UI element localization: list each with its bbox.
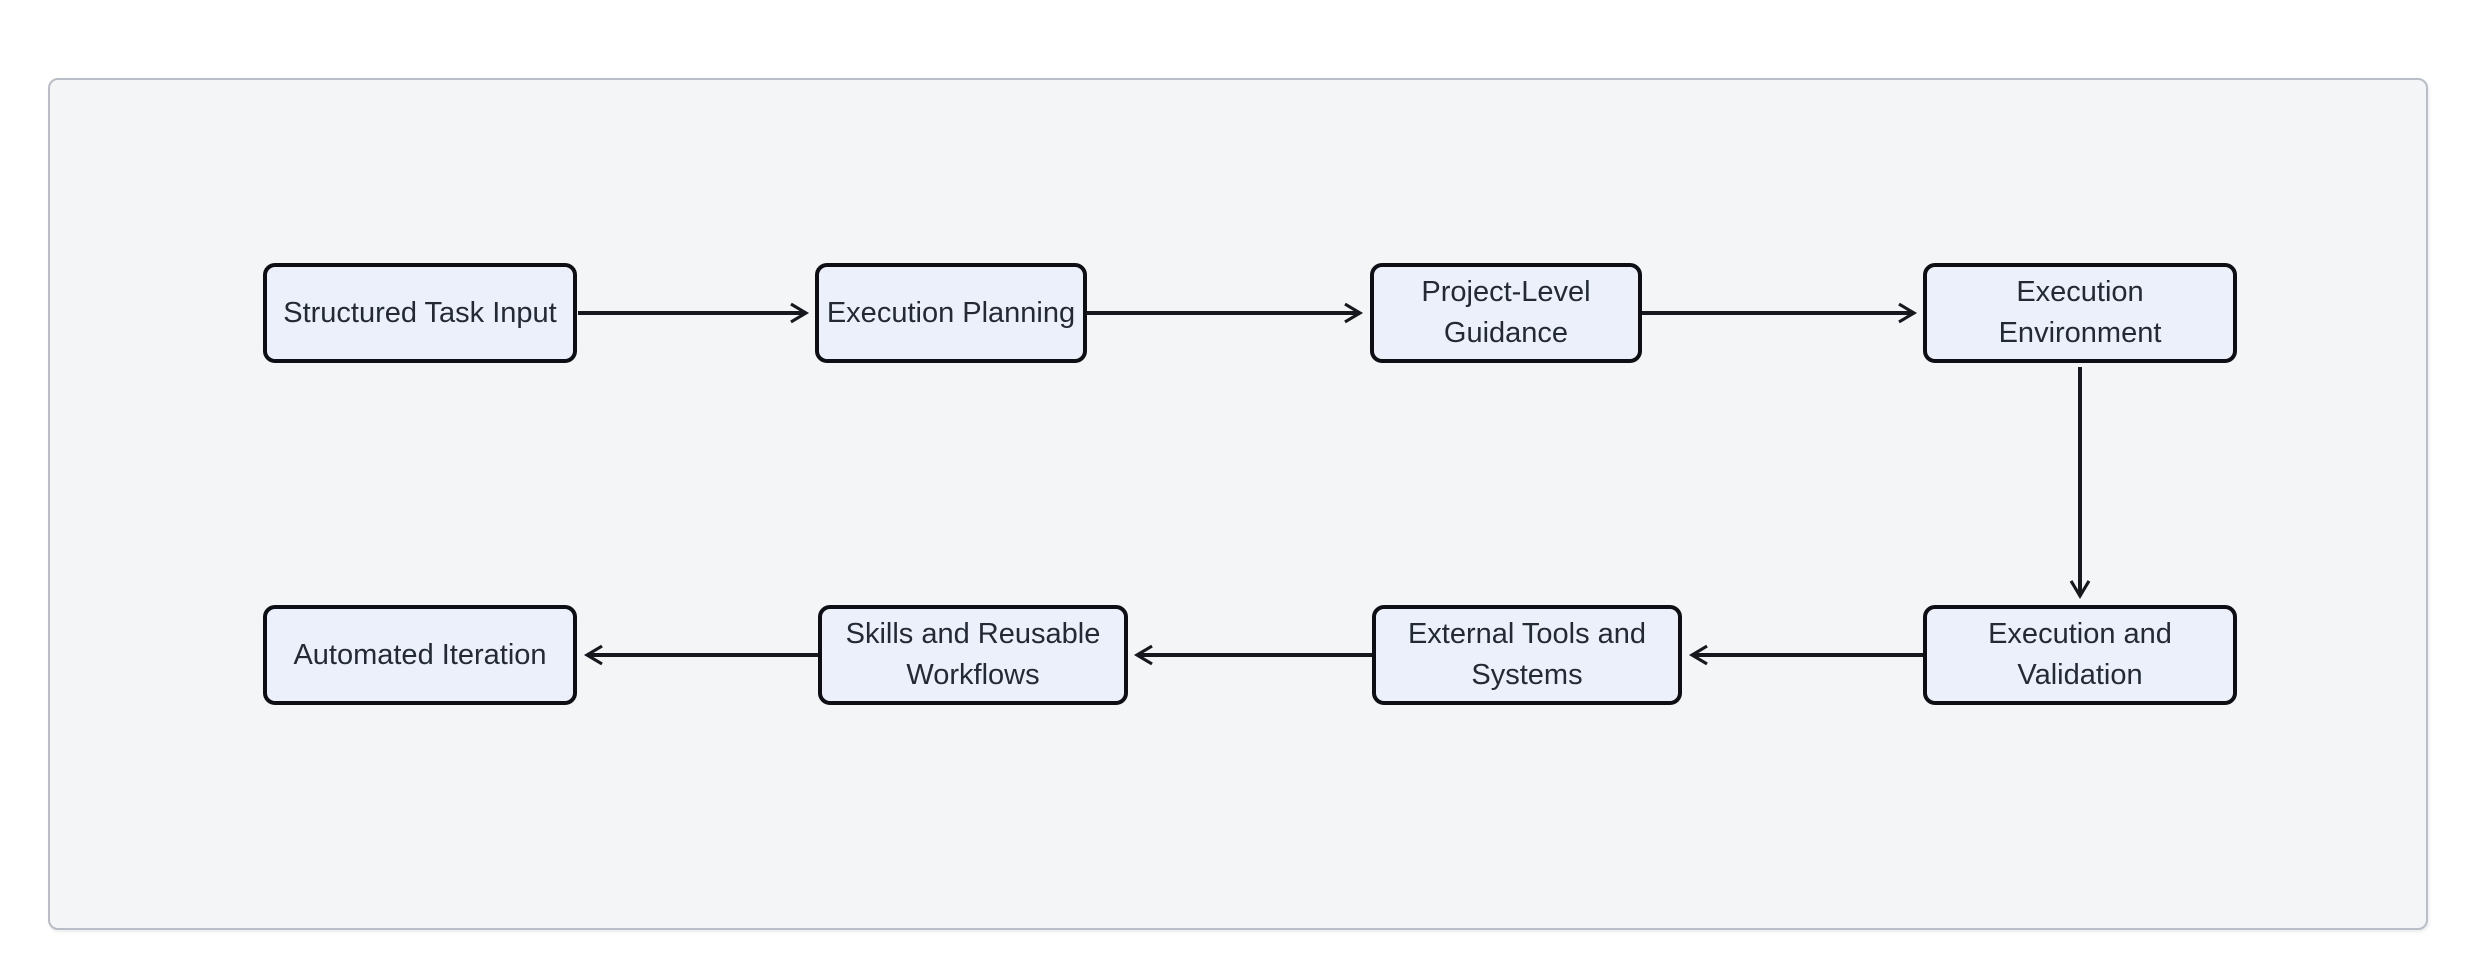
node-execution-planning: Execution Planning [815, 263, 1087, 363]
node-label: Structured Task Input [283, 296, 557, 329]
node-label: Project-Level Guidance [1421, 276, 1591, 349]
diagram-frame [48, 78, 2428, 930]
node-label: External Tools and Systems [1407, 618, 1647, 691]
node-label: Skills and Reusable Workflows [845, 618, 1101, 691]
node-label: Execution Planning [826, 296, 1076, 329]
node-execution-and-validation: Execution and Validation [1923, 605, 2237, 705]
node-label: Execution and Validation [1988, 618, 2172, 691]
node-label: Execution Environment [1998, 276, 2162, 349]
node-label: Automated Iteration [293, 638, 547, 671]
node-structured-task-input: Structured Task Input [263, 263, 577, 363]
node-skills-and-reusable-workflows: Skills and Reusable Workflows [818, 605, 1128, 705]
node-external-tools-and-systems: External Tools and Systems [1372, 605, 1682, 705]
node-automated-iteration: Automated Iteration [263, 605, 577, 705]
node-project-level-guidance: Project-Level Guidance [1370, 263, 1642, 363]
node-execution-environment: Execution Environment [1923, 263, 2237, 363]
